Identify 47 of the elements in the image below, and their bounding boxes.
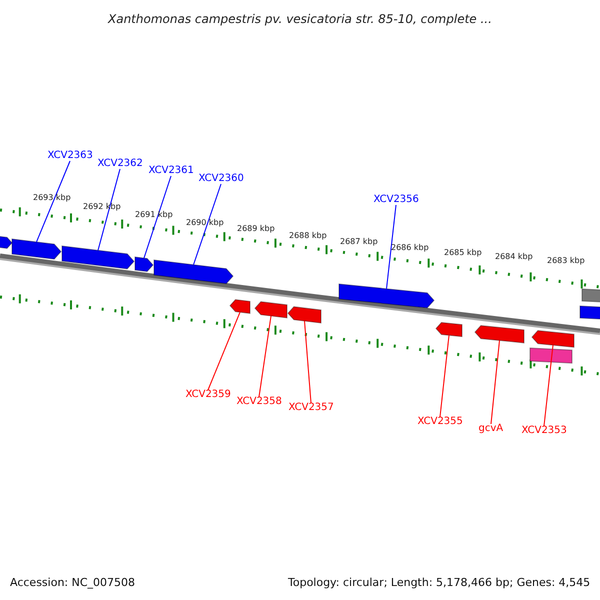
leader-line xyxy=(490,340,500,424)
leader-line xyxy=(304,320,312,404)
gene-feature xyxy=(474,325,524,344)
gene-label: XCV2353 xyxy=(522,426,567,436)
gene-label: XCV2356 xyxy=(374,195,419,205)
gene-label: XCV2359 xyxy=(186,390,231,400)
gene-label: XCV2362 xyxy=(98,159,143,169)
leader-line xyxy=(193,184,222,266)
leader-line xyxy=(440,334,450,418)
gene-label: gcvA xyxy=(478,424,504,434)
scale-label: 2693 kbp xyxy=(33,194,71,202)
gene-bar xyxy=(580,305,600,320)
leader-line xyxy=(544,344,554,426)
scale-label: 2688 kbp xyxy=(289,232,327,240)
gene-label: XCV2360 xyxy=(198,174,244,184)
gene-bar xyxy=(530,347,572,364)
scale-label: 2691 kbp xyxy=(135,211,173,219)
gene-feature xyxy=(254,301,288,318)
scale-label: 2687 kbp xyxy=(340,238,378,246)
scale-label: 2685 kbp xyxy=(444,249,482,257)
gene-label: XCV2361 xyxy=(148,166,194,176)
footer-text: Topology: circular; Length: 5,178,466 bp; Genes: 4,545 xyxy=(288,576,590,588)
gene-feature xyxy=(0,235,13,249)
gene-label: XCV2358 xyxy=(236,397,282,407)
leader-line xyxy=(258,315,272,398)
scale-label: 2684 kbp xyxy=(495,253,533,261)
gene-feature xyxy=(134,256,154,272)
leader-line xyxy=(208,312,240,390)
scale-label: 2686 kbp xyxy=(391,244,429,252)
gene-feature xyxy=(338,283,435,308)
gene-label: XCV2357 xyxy=(288,403,334,413)
leader-line xyxy=(144,176,172,259)
diagram-title: Xanthomonas campestris pv. vesicatoria str. 85-10, complete ... xyxy=(108,13,492,25)
gene-feature xyxy=(287,306,322,324)
leader-line xyxy=(36,160,70,242)
leader-line xyxy=(98,168,120,251)
gene-label: XCV2363 xyxy=(48,151,93,161)
footer-text: Accession: NC_007508 xyxy=(10,576,136,588)
gene-label: XCV2355 xyxy=(418,417,463,427)
gene-feature xyxy=(435,322,462,338)
scale-label: 2690 kbp xyxy=(186,219,224,227)
gene-feature xyxy=(229,299,250,314)
gene-bar xyxy=(582,288,600,303)
leader-line xyxy=(386,204,396,290)
scale-label: 2689 kbp xyxy=(237,225,275,233)
gene-feature xyxy=(531,330,574,348)
scale-label: 2683 kbp xyxy=(547,257,585,265)
